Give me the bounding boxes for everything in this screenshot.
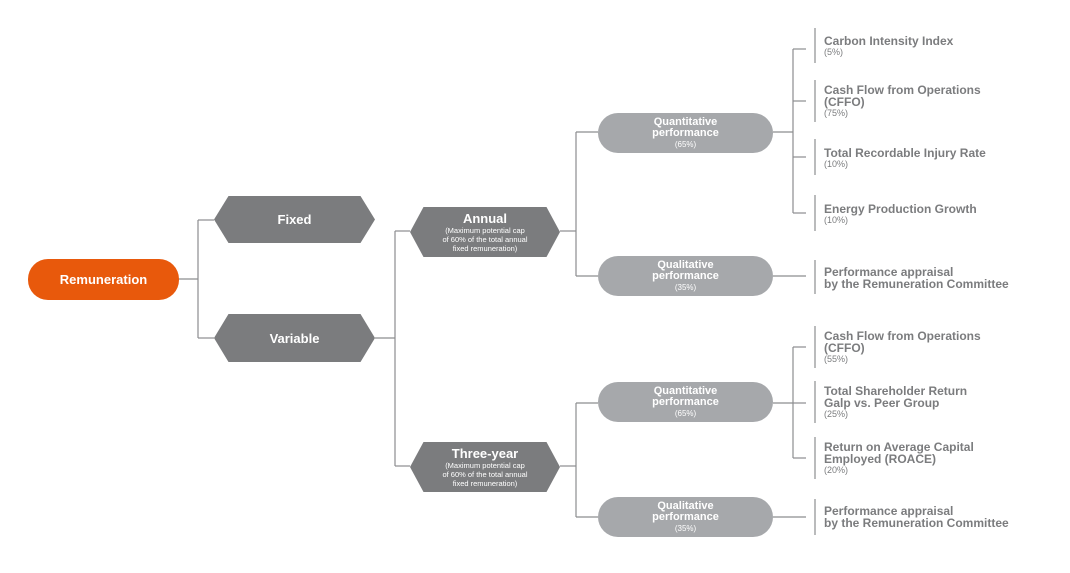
- metric-name: Cash Flow from Operations: [824, 329, 981, 343]
- remuneration-label: Remuneration: [59, 272, 148, 287]
- annual-sub-2: of 60% of the total annual: [442, 235, 528, 244]
- note-line-1: Performance appraisal: [824, 265, 954, 279]
- metric-pct: (10%): [824, 215, 849, 225]
- annual-metric-2: Cash Flow from Operations (CFFO) (75%): [824, 84, 1064, 118]
- metric-pct: (75%): [824, 108, 849, 118]
- fixed-label: Fixed: [277, 212, 312, 227]
- annual-qualitative-label-2: performance: [652, 270, 719, 282]
- metric-name-2: (CFFO): [824, 341, 865, 355]
- annual-metric-3: Total Recordable Injury Rate (10%): [824, 147, 1064, 169]
- note-line-2: by the Remuneration Committee: [824, 277, 1009, 291]
- annual-metric-4: Energy Production Growth (10%): [824, 203, 1064, 225]
- annual-qualitative-node: Qualitative performance (35%): [598, 256, 773, 296]
- metric-name: Total Recordable Injury Rate: [824, 146, 986, 160]
- annual-node: Annual (Maximum potential cap of 60% of …: [410, 207, 560, 257]
- three-year-sub-3: fixed remuneration): [452, 479, 518, 488]
- variable-node: Variable: [214, 314, 375, 362]
- annual-qualitative-note: Performance appraisal by the Remuneratio…: [824, 266, 1064, 290]
- metric-pct: (55%): [824, 354, 849, 364]
- annual-quantitative-node: Quantitative performance (65%): [598, 113, 773, 153]
- three-year-sub-2: of 60% of the total annual: [442, 470, 528, 479]
- three-year-metric-3: Return on Average Capital Employed (ROAC…: [824, 441, 1064, 475]
- three-year-qualitative-label-1: Qualitative: [657, 500, 714, 512]
- annual-quantitative-label-2: performance: [652, 127, 719, 139]
- metric-name: Return on Average Capital: [824, 440, 974, 454]
- three-year-metric-2: Total Shareholder Return Galp vs. Peer G…: [824, 385, 1064, 419]
- three-year-quantitative-label-1: Quantitative: [653, 385, 718, 397]
- metric-name-2: Galp vs. Peer Group: [824, 396, 940, 410]
- metric-name: Carbon Intensity Index: [824, 34, 954, 48]
- metric-name: Cash Flow from Operations: [824, 83, 981, 97]
- three-year-qualitative-note: Performance appraisal by the Remuneratio…: [824, 505, 1064, 529]
- three-year-qualitative-node: Qualitative performance (35%): [598, 497, 773, 537]
- annual-quantitative-label-1: Quantitative: [653, 116, 718, 128]
- variable-label: Variable: [269, 330, 320, 346]
- metric-name: Energy Production Growth: [824, 202, 977, 216]
- fixed-node: Fixed: [214, 196, 375, 243]
- three-year-sub-1: (Maximum potential cap: [445, 461, 525, 470]
- three-year-node: Three-year (Maximum potential cap of 60%…: [410, 442, 560, 492]
- metric-pct: (5%): [824, 47, 844, 57]
- metric-name-2: Employed (ROACE): [824, 452, 937, 466]
- three-year-label: Three-year: [451, 446, 519, 461]
- annual-quantitative-pct: (65%): [674, 140, 697, 149]
- annual-metric-1: Carbon Intensity Index (5%): [824, 35, 1064, 57]
- annual-sub-1: (Maximum potential cap: [445, 226, 525, 235]
- metric-name-2: (CFFO): [824, 95, 865, 109]
- three-year-quantitative-node: Quantitative performance (65%): [598, 382, 773, 422]
- three-year-quantitative-label-2: performance: [652, 396, 719, 408]
- annual-qualitative-label-1: Qualitative: [657, 259, 714, 271]
- annual-sub-3: fixed remuneration): [452, 244, 518, 253]
- three-year-quantitative-pct: (65%): [674, 409, 697, 418]
- three-year-qualitative-label-2: performance: [652, 511, 719, 523]
- three-year-metric-1: Cash Flow from Operations (CFFO) (55%): [824, 330, 1064, 364]
- three-year-qualitative-pct: (35%): [674, 524, 697, 533]
- metric-pct: (25%): [824, 409, 849, 419]
- remuneration-node: Remuneration: [28, 259, 179, 300]
- annual-qualitative-pct: (35%): [674, 283, 697, 292]
- note-line-2: by the Remuneration Committee: [824, 516, 1009, 530]
- annual-label: Annual: [462, 211, 508, 226]
- metric-pct: (10%): [824, 159, 849, 169]
- metric-name: Total Shareholder Return: [824, 384, 968, 398]
- metric-pct: (20%): [824, 465, 849, 475]
- note-line-1: Performance appraisal: [824, 504, 954, 518]
